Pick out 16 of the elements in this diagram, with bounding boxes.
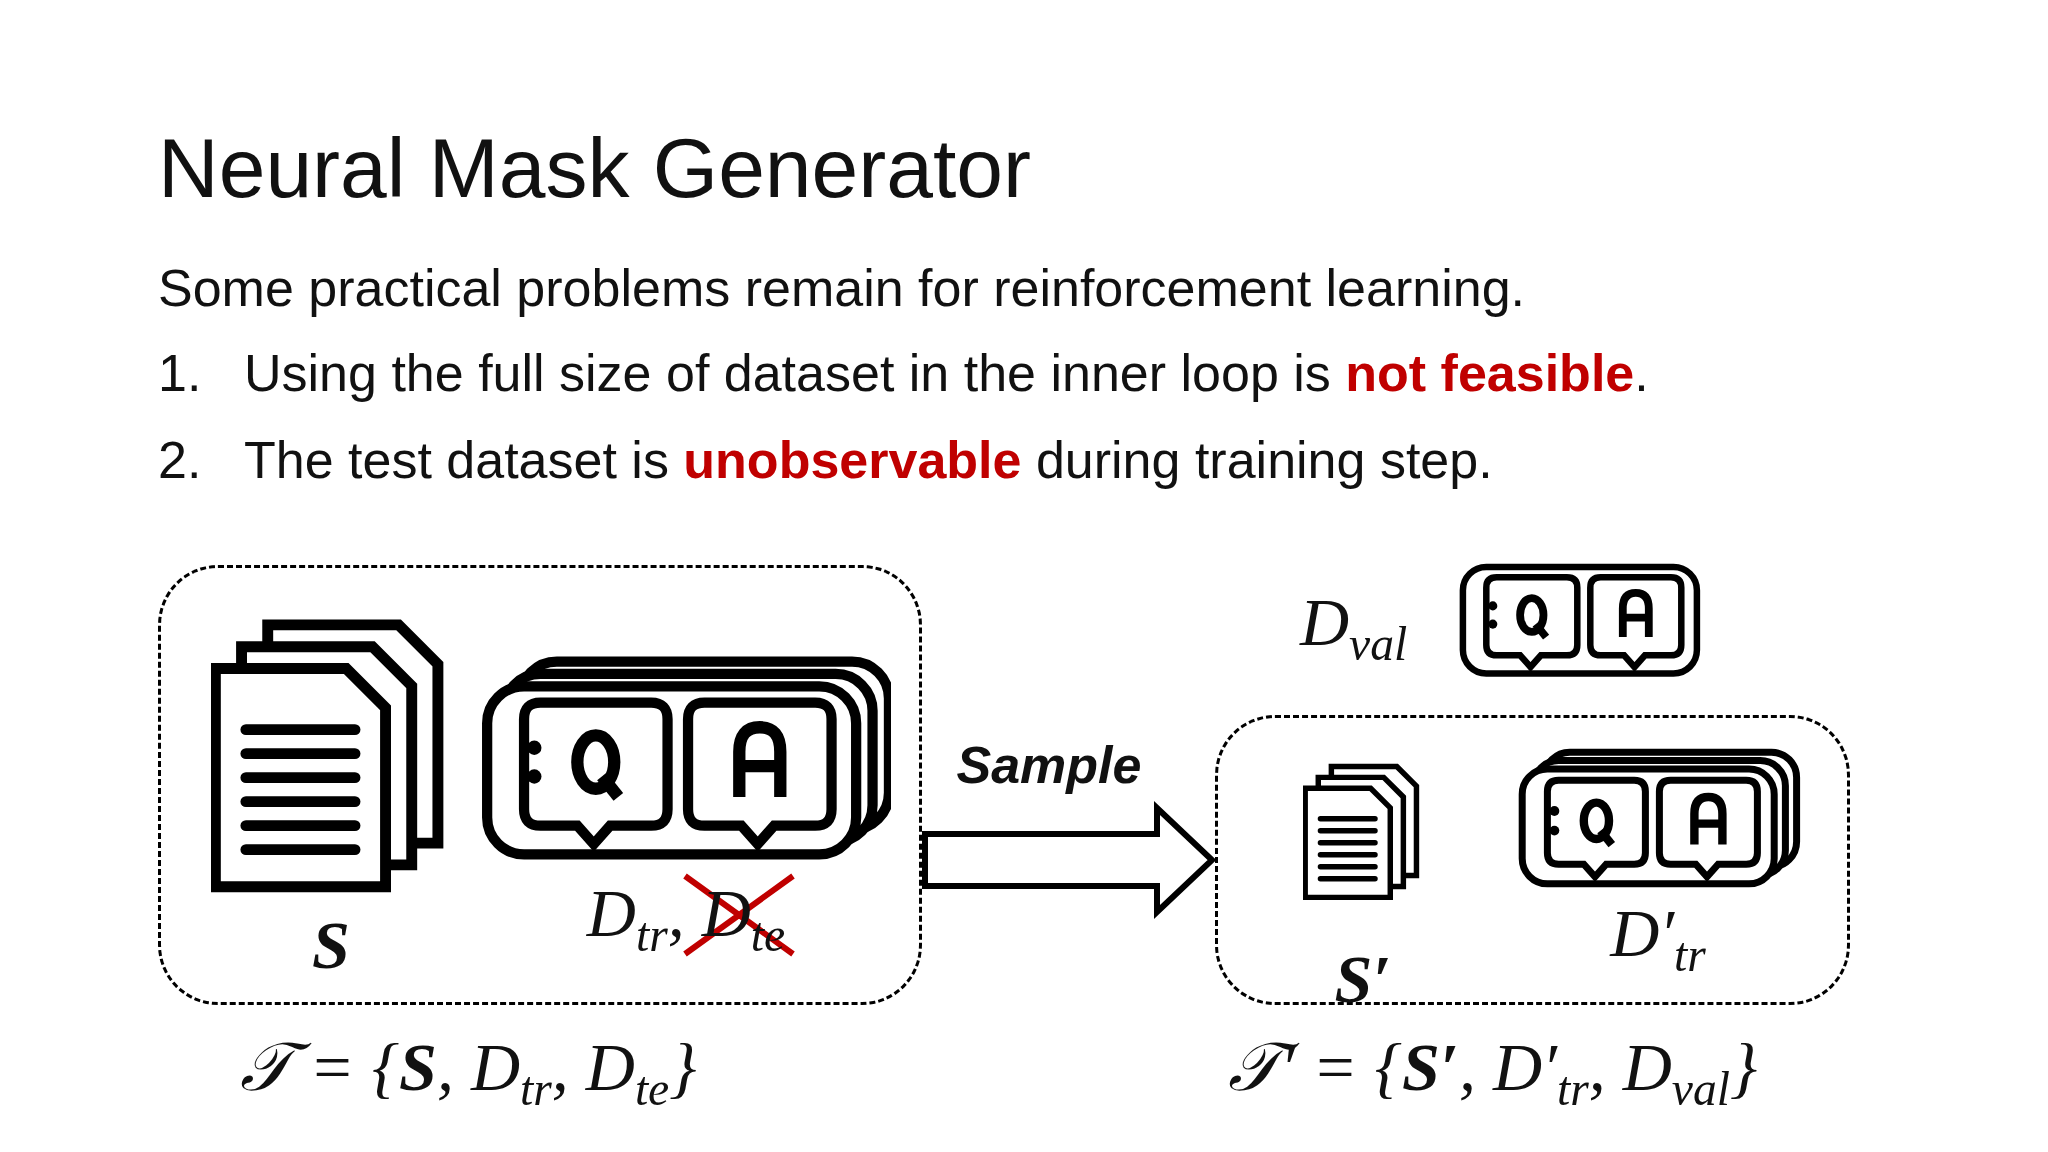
math-label: S′ [1333,942,1393,1017]
math-label: S [311,908,351,983]
block-arrow [922,801,1217,919]
list-item-text: The test dataset is unobservable during training step. [244,430,1493,490]
list-number: 2. [158,430,202,490]
set-formula: 𝒯′ = {S′, D′$_{tr}$, D$_{val}$} [1228,1030,1758,1115]
math-label: D′$_{tr}$ [1608,896,1707,981]
list-number: 1. [158,343,202,403]
slide-title: Neural Mask Generator [158,120,1032,217]
edge-label: Sample [956,735,1142,795]
set-formula: 𝒯 = {S, D$_{tr}$, D$_{te}$} [240,1030,697,1115]
dashed-group-box [158,565,922,1005]
intro-sentence: Some practical problems remain for reinforcement learning. [158,258,1526,318]
list-item-text: Using the full size of dataset in the inner loop is not feasible. [244,343,1649,403]
math-label: D$_{val}$ [1300,585,1408,670]
dashed-group-box [1215,715,1850,1005]
